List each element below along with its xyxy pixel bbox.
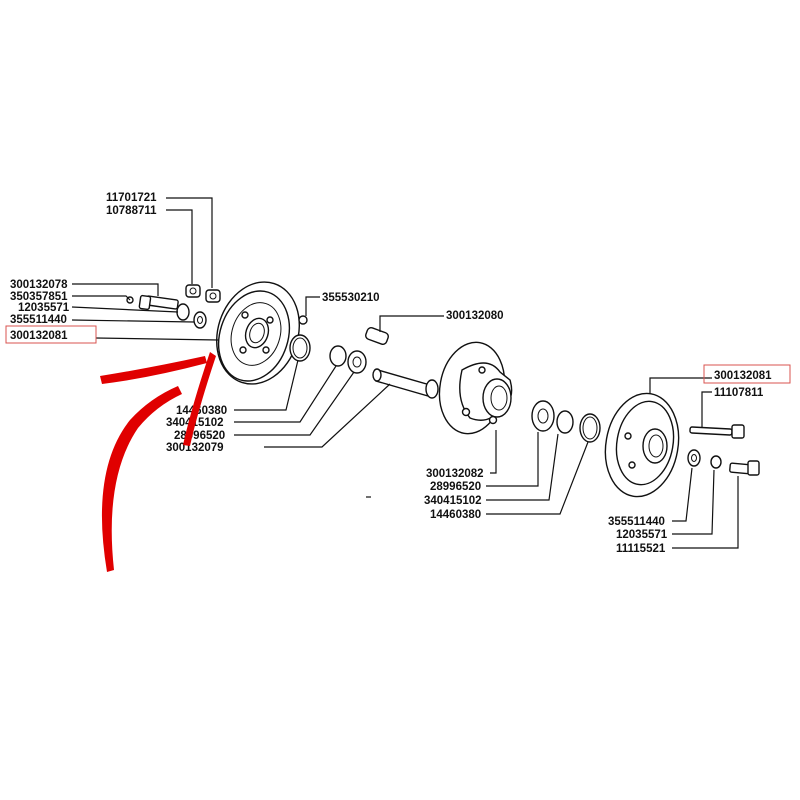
o-ring-left <box>289 315 311 362</box>
label-300132082: 300132082 <box>426 468 484 480</box>
label-28996520-left: 28996520 <box>174 430 225 442</box>
label-11701721: 11701721 <box>106 192 157 204</box>
label-300132078: 300132078 <box>10 279 68 291</box>
label-14460380-left: 14460380 <box>176 405 227 417</box>
label-11107811: 11107811 <box>714 387 764 399</box>
label-300132081-right: 300132081 <box>714 370 772 382</box>
label-355511440-right: 355511440 <box>608 516 665 528</box>
label-300132079: 300132079 <box>166 442 224 454</box>
label-355511440-left: 355511440 <box>10 314 67 326</box>
bearing-set-left <box>329 345 367 374</box>
label-28996520-right: 28996520 <box>430 481 481 493</box>
label-12035571-left: 12035571 <box>18 302 70 314</box>
central-hub <box>438 341 513 435</box>
label-11115521: 11115521 <box>616 543 666 555</box>
label-355530210: 355530210 <box>322 292 380 304</box>
bolt-left <box>126 294 207 329</box>
nut-pair-left <box>185 284 221 303</box>
label-340415102-right: 340415102 <box>424 495 482 507</box>
leader-lines <box>71 197 739 549</box>
bearing-set-right <box>531 400 601 443</box>
label-300132081-left: 300132081 <box>10 330 68 342</box>
label-10788711: 10788711 <box>106 205 157 217</box>
right-brake-disc <box>604 392 680 498</box>
label-12035571-right: 12035571 <box>616 529 668 541</box>
label-300132080: 300132080 <box>446 310 504 322</box>
axle-shaft <box>372 368 439 399</box>
highlight-box-right <box>703 364 791 384</box>
highlight-box-left <box>5 325 97 344</box>
red-annotation-arrow <box>100 352 216 572</box>
label-14460380-right: 14460380 <box>430 509 481 521</box>
pin-300132080 <box>365 327 389 345</box>
right-hardware <box>687 424 760 476</box>
label-350357851: 350357851 <box>10 291 68 303</box>
left-brake-disc <box>216 281 300 385</box>
